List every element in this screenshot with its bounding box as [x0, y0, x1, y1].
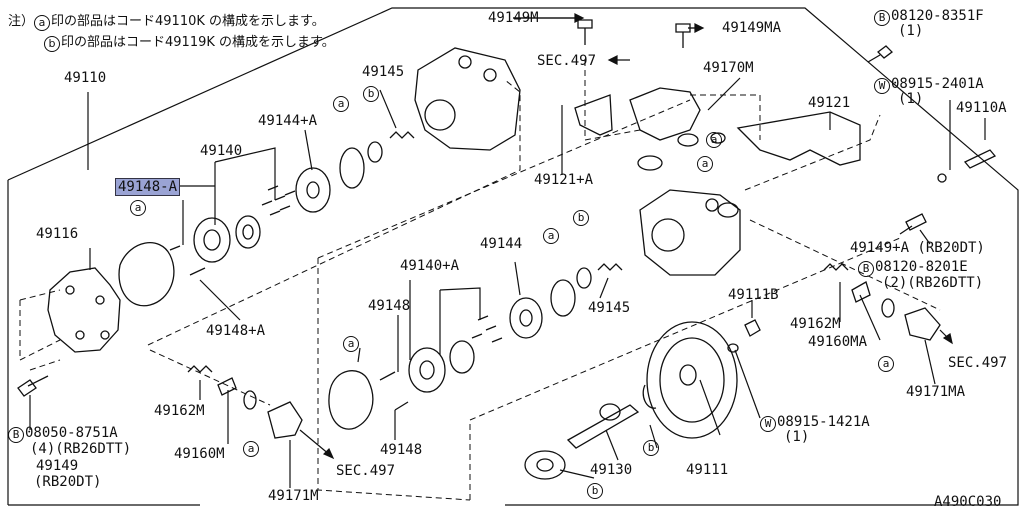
label-49160m[interactable]: 49160M [174, 446, 225, 462]
label-49171m[interactable]: 49171M [268, 488, 319, 504]
label-49148-a-highlighted[interactable]: 49148-A [115, 178, 181, 196]
label-49111b[interactable]: 49111B [728, 287, 779, 303]
label-49140a[interactable]: 49140+A [400, 258, 460, 274]
label-49140-top[interactable]: 49140 [200, 143, 243, 159]
label-bolt-left-qty: (4)(RB26DTT) [30, 441, 132, 457]
frame-outline [7, 7, 1019, 506]
label-49121[interactable]: 49121 [808, 95, 851, 111]
marker-b-icon: b [573, 210, 589, 226]
label-49110a[interactable]: 49110A [956, 100, 1007, 116]
label-49111[interactable]: 49111 [686, 462, 729, 478]
label-sec497-bottom[interactable]: SEC.497 [336, 463, 396, 479]
marker-a-icon: a [130, 200, 146, 216]
marker-a-icon: a [878, 356, 894, 372]
marker-a-icon: a [697, 156, 713, 172]
label-49160ma[interactable]: 49160MA [808, 334, 868, 350]
union-fitting-right [904, 307, 941, 341]
label-49144[interactable]: 49144 [480, 236, 523, 252]
label-49148-mid[interactable]: 49148 [368, 298, 411, 314]
label-49121a[interactable]: 49121+A [534, 172, 594, 188]
marker-b-icon: b [643, 440, 659, 456]
label-49149ma[interactable]: 49149MA [722, 20, 782, 36]
marker-b-icon: b [363, 86, 379, 102]
label-bolt-top-qty: (1) [898, 23, 924, 39]
marker-a-icon: a [543, 228, 559, 244]
label-49145-top[interactable]: 49145 [362, 64, 405, 80]
note-text-1: 印の部品はコード49110K の構成を示します。 [51, 14, 325, 29]
mark-a-icon: a [34, 15, 51, 31]
mark-W-icon: W [874, 78, 890, 94]
label-washer-low-qty: (1) [784, 429, 810, 445]
union-fitting-left [267, 401, 303, 439]
rear-cover [47, 267, 121, 353]
pump-body-mid [639, 189, 741, 276]
marker-b-icon: b [587, 483, 603, 499]
label-49170m[interactable]: 49170M [703, 60, 754, 76]
mark-B-icon: B [8, 427, 24, 443]
mark-W-icon: W [760, 416, 776, 432]
label-bolt-mid-qty: (2)(RB26DTT) [882, 275, 984, 291]
label-49149m[interactable]: 49149M [488, 10, 539, 26]
label-49162m-right[interactable]: 49162M [790, 316, 841, 332]
marker-a-icon: a [706, 132, 722, 148]
note-prefix: 注） [8, 14, 35, 29]
marker-a-icon: a [243, 441, 259, 457]
label-49116[interactable]: 49116 [36, 226, 79, 242]
label-sec497-top[interactable]: SEC.497 [537, 53, 597, 69]
pump-body-top [414, 47, 521, 151]
note-text-2: 印の部品はコード49119K の構成を示します。 [61, 35, 335, 50]
label-49110[interactable]: 49110 [64, 70, 107, 86]
label-49162m-left[interactable]: 49162M [154, 403, 205, 419]
label-49149a-rb20[interactable]: 49149+A (RB20DT) [850, 240, 985, 256]
label-49149-rb20-note: (RB20DT) [34, 474, 102, 490]
marker-a-icon: a [343, 336, 359, 352]
label-49144a[interactable]: 49144+A [258, 113, 318, 129]
label-49148a[interactable]: 49148+A [206, 323, 266, 339]
mark-b-icon: b [44, 36, 60, 52]
mark-B-icon: B [858, 261, 874, 277]
label-49149-rb20[interactable]: 49149 [36, 458, 79, 474]
label-49130[interactable]: 49130 [590, 462, 633, 478]
label-washer-top-qty: (1) [898, 91, 924, 107]
label-49148-low[interactable]: 49148 [380, 442, 423, 458]
label-sec497-right[interactable]: SEC.497 [948, 355, 1008, 371]
marker-a-icon: a [333, 96, 349, 112]
label-49171ma[interactable]: 49171MA [906, 384, 966, 400]
label-49145-mid[interactable]: 49145 [588, 300, 631, 316]
mark-B-icon: B [874, 10, 890, 26]
diagram-code: A490C030 [934, 494, 1002, 510]
pulley [646, 321, 738, 439]
